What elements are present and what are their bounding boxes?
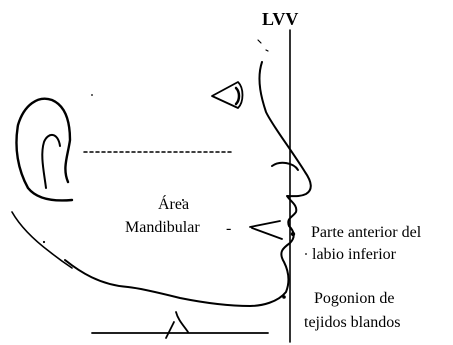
facial-profile-outline bbox=[65, 62, 311, 306]
area-label-dash: - bbox=[226, 220, 231, 237]
lips bbox=[250, 221, 282, 239]
forehead-marks bbox=[258, 40, 268, 51]
lower-lip-point bbox=[291, 232, 295, 236]
ear-outer bbox=[16, 99, 72, 201]
lower-lip-label-line2: labio inferior bbox=[312, 246, 397, 263]
jaw-line bbox=[12, 212, 72, 268]
lower-lip-label-line1: Parte anterior del bbox=[311, 224, 422, 241]
neck-line bbox=[166, 312, 188, 338]
pogonion-point bbox=[282, 295, 286, 299]
eye-pupil bbox=[236, 88, 239, 104]
lvv-title: LVV bbox=[262, 9, 298, 29]
area-label-line2: Mandibular bbox=[125, 219, 200, 236]
side-dot-1 bbox=[43, 241, 45, 243]
pogonion-label-line1: Pogonion de bbox=[314, 290, 394, 307]
pogonion-label-line2: tejidos blandos bbox=[304, 314, 400, 331]
label-dot-lip bbox=[305, 253, 307, 255]
ear-inner bbox=[42, 135, 60, 188]
area-label-line1: Área bbox=[158, 194, 189, 213]
nostril bbox=[272, 163, 298, 170]
temple-dot bbox=[91, 94, 93, 96]
